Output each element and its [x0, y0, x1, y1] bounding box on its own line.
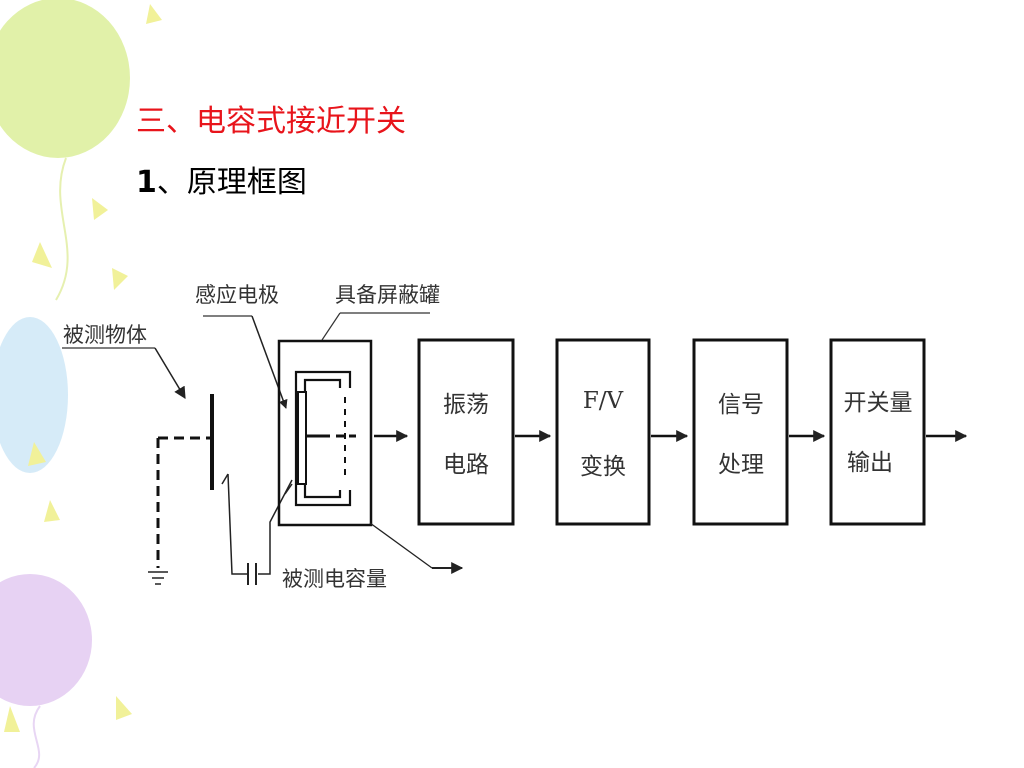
subtitle-number: 1: [136, 165, 157, 200]
ground-symbol: [148, 571, 168, 585]
slide-subtitle: 1、原理框图: [136, 163, 307, 203]
green-balloon: [0, 0, 130, 158]
label-measured-object: 被测物体: [63, 323, 147, 347]
green-balloon-string: [55, 157, 69, 301]
block-switch-output-line2: 输出: [847, 450, 893, 476]
block-fv-conversion-frame: [555, 338, 651, 526]
capacitance-arrow-tip: [284, 483, 293, 495]
label-shielding-can: 具备屏蔽罐: [335, 283, 440, 307]
confetti: [146, 4, 162, 24]
confetti: [44, 500, 60, 522]
block-switch-output-line1: 开关量: [844, 390, 913, 416]
confetti: [32, 242, 52, 268]
purple-balloon-string: [32, 705, 41, 768]
block-fv-conversion-line2: 变换: [580, 454, 626, 480]
block-fv-conversion-line1: F/V: [583, 388, 624, 414]
block-fv-conversion: F/V 变换: [555, 338, 651, 526]
block-switch-output: 开关量 输出: [829, 338, 926, 526]
arrow-to-electrode: [251, 315, 288, 409]
label-measured-capacitance: 被测电容量: [282, 567, 387, 591]
block-oscillator: 振荡 电路: [417, 338, 515, 526]
capacitance-arrow-tip-left: [221, 473, 229, 485]
leader-line-shield-down: [321, 312, 341, 341]
arrow-to-object: [154, 347, 186, 400]
capacitance-wire-right: [258, 479, 293, 575]
slide-title: 三、电容式接近开关: [136, 104, 406, 139]
block-oscillator-line1: 振荡: [443, 392, 489, 418]
confetti: [4, 706, 20, 732]
block-signal-processing: 信号 处理: [692, 338, 789, 526]
shielding-can-inner: [303, 378, 342, 499]
subtitle-text: 、原理框图: [156, 165, 307, 200]
block-oscillator-frame: [417, 338, 515, 526]
confetti: [112, 268, 128, 290]
label-sensing-electrode: 感应电极: [195, 283, 279, 307]
block-switch-output-frame: [829, 338, 926, 526]
confetti: [28, 442, 46, 466]
block-signal-processing-frame: [692, 338, 789, 526]
confetti: [92, 198, 108, 220]
block-signal-processing-line2: 处理: [718, 452, 764, 478]
blue-balloon: [0, 317, 68, 473]
block-signal-processing-line1: 信号: [718, 392, 764, 418]
shielding-can-outer: [294, 370, 352, 507]
purple-balloon: [0, 574, 92, 706]
block-oscillator-line2: 电路: [443, 452, 489, 478]
sensor-housing: [277, 339, 373, 527]
shield-output-line: [369, 522, 433, 569]
sensing-electrode: [297, 391, 307, 485]
capacitance-wire-left: [227, 473, 247, 575]
confetti: [116, 696, 132, 720]
